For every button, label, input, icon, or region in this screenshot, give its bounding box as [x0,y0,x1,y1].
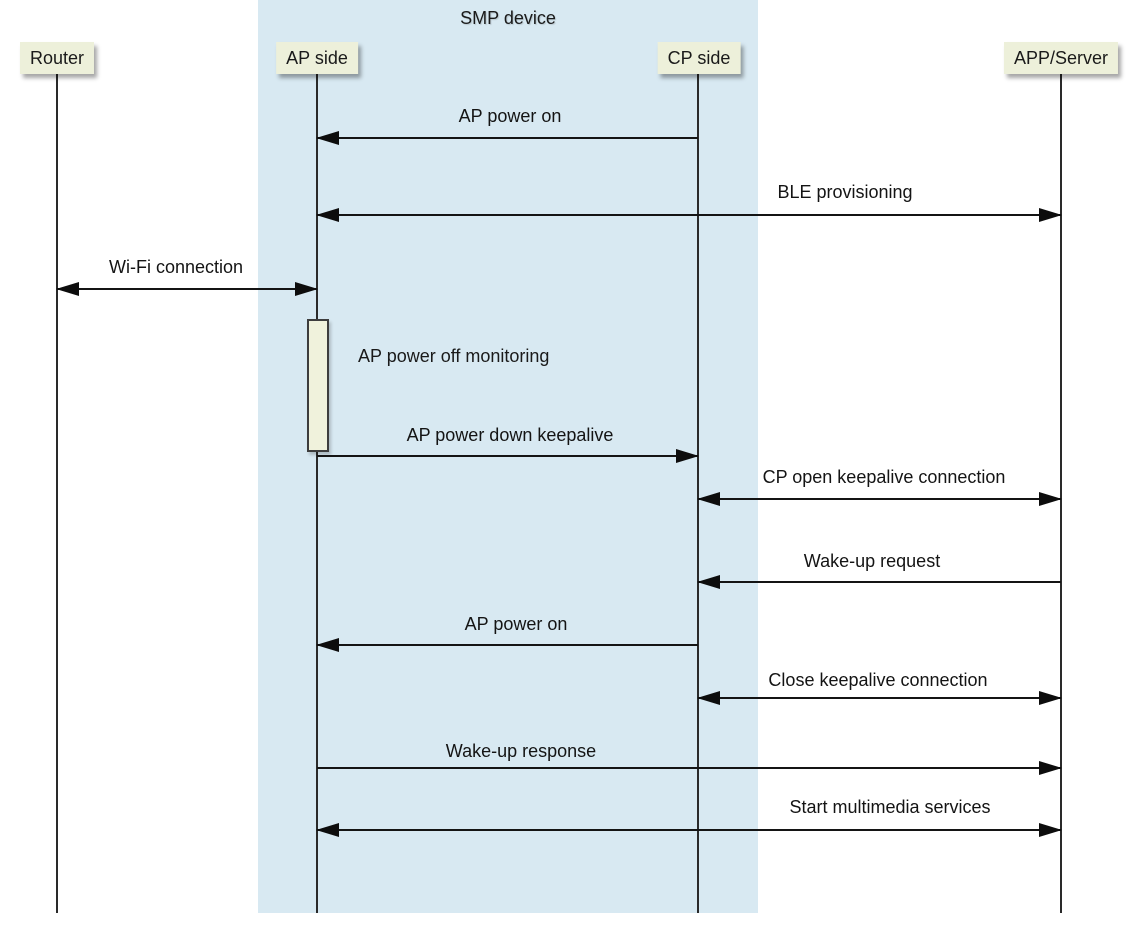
message-arrow-cp-open-keepalive [697,492,1062,506]
arrowhead-left [316,131,339,145]
message-label: AP power on [458,106,562,126]
arrowhead-left [697,691,720,705]
message-arrow-wake-up-response [317,761,1062,775]
message-arrow-ap-power-down-keepalive [317,449,699,463]
arrowhead-right [1039,208,1062,222]
message-label: Wake-up response [445,741,597,761]
actor-box-ap-side: AP side [276,42,358,74]
arrowhead-right [1039,761,1062,775]
actor-box-cp-side: CP side [657,42,741,74]
arrowhead-left [316,823,339,837]
arrowhead-left [697,575,720,589]
message-arrow-ble-provisioning [316,208,1062,222]
message-arrow-wake-up-request [697,575,1061,589]
arrowhead-right [1039,691,1062,705]
message-label: AP power on [464,614,568,634]
activation-bar-ap [307,319,329,452]
arrowhead-right [676,449,699,463]
actor-box-router: Router [19,42,95,74]
message-arrow-close-keepalive [697,691,1062,705]
message-arrow-start-multimedia [316,823,1062,837]
message-label: CP open keepalive connection [762,467,1006,487]
lifeline-router [56,74,58,913]
arrowhead-right [295,282,318,296]
message-label: BLE provisioning [777,182,913,202]
lifeline-ap-side [316,74,318,913]
arrowhead-left [697,492,720,506]
message-label: Close keepalive connection [768,670,988,690]
message-arrow-ap-power-on [316,131,698,145]
message-label: Wake-up request [803,551,941,571]
arrowhead-left [316,208,339,222]
actor-box-app-server: APP/Server [1003,42,1119,74]
arrowhead-left [56,282,79,296]
arrowhead-right [1039,492,1062,506]
message-label: AP power down keepalive [406,425,614,445]
message-label: Start multimedia services [789,797,991,817]
arrowhead-right [1039,823,1062,837]
message-arrow-wifi-connection [56,282,318,296]
message-label: Wi-Fi connection [108,257,244,277]
arrowhead-left [316,638,339,652]
smp-device-title: SMP device [460,8,556,28]
message-arrow-ap-power-on-2 [316,638,698,652]
activation-label: AP power off monitoring [358,346,550,366]
